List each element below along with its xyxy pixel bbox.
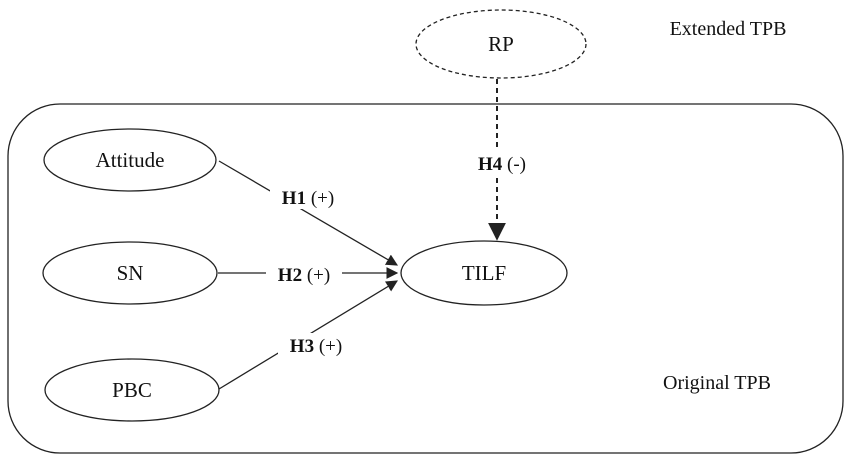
node-pbc-label: PBC (112, 378, 152, 402)
h4-label: H4 (-) (478, 154, 526, 175)
h3-label-bg (278, 333, 354, 357)
node-attitude-shape (43, 128, 217, 192)
node-pbc-shape (44, 358, 220, 422)
node-tilf: TILF (400, 240, 568, 306)
node-sn-shape (42, 241, 218, 305)
node-tilf-shape (400, 240, 568, 306)
node-sn-label: SN (117, 261, 144, 285)
node-rp-label: RP (488, 32, 514, 56)
h4-id: H4 (478, 154, 503, 175)
h3-label: H3 (+) (290, 336, 342, 357)
node-attitude-label: Attitude (96, 148, 165, 172)
original-tpb-frame (7, 103, 844, 454)
h1-arrow (218, 160, 399, 266)
node-attitude: Attitude (43, 128, 217, 192)
node-tilf-label: TILF (462, 261, 506, 285)
node-rp-shape (415, 9, 587, 79)
h1-id: H1 (282, 188, 306, 209)
node-sn: SN (42, 241, 218, 305)
h2-label-bg (266, 262, 342, 286)
h1-label: H1 (+) (282, 188, 334, 209)
h2-label: H2 (+) (278, 265, 330, 286)
h2-id: H2 (278, 265, 302, 286)
h1-label-bg (270, 185, 346, 209)
node-rp: RP (415, 9, 587, 79)
extended-tpb-label: Extended TPB (670, 18, 787, 40)
original-tpb-label: Original TPB (663, 372, 771, 394)
h2-sign: (+) (302, 265, 330, 286)
h1-sign: (+) (306, 188, 334, 209)
h3-sign: (+) (314, 336, 342, 357)
h3-id: H3 (290, 336, 314, 357)
node-pbc: PBC (44, 358, 220, 422)
h4-sign: (-) (502, 154, 526, 175)
h4-label-bg (466, 150, 538, 176)
